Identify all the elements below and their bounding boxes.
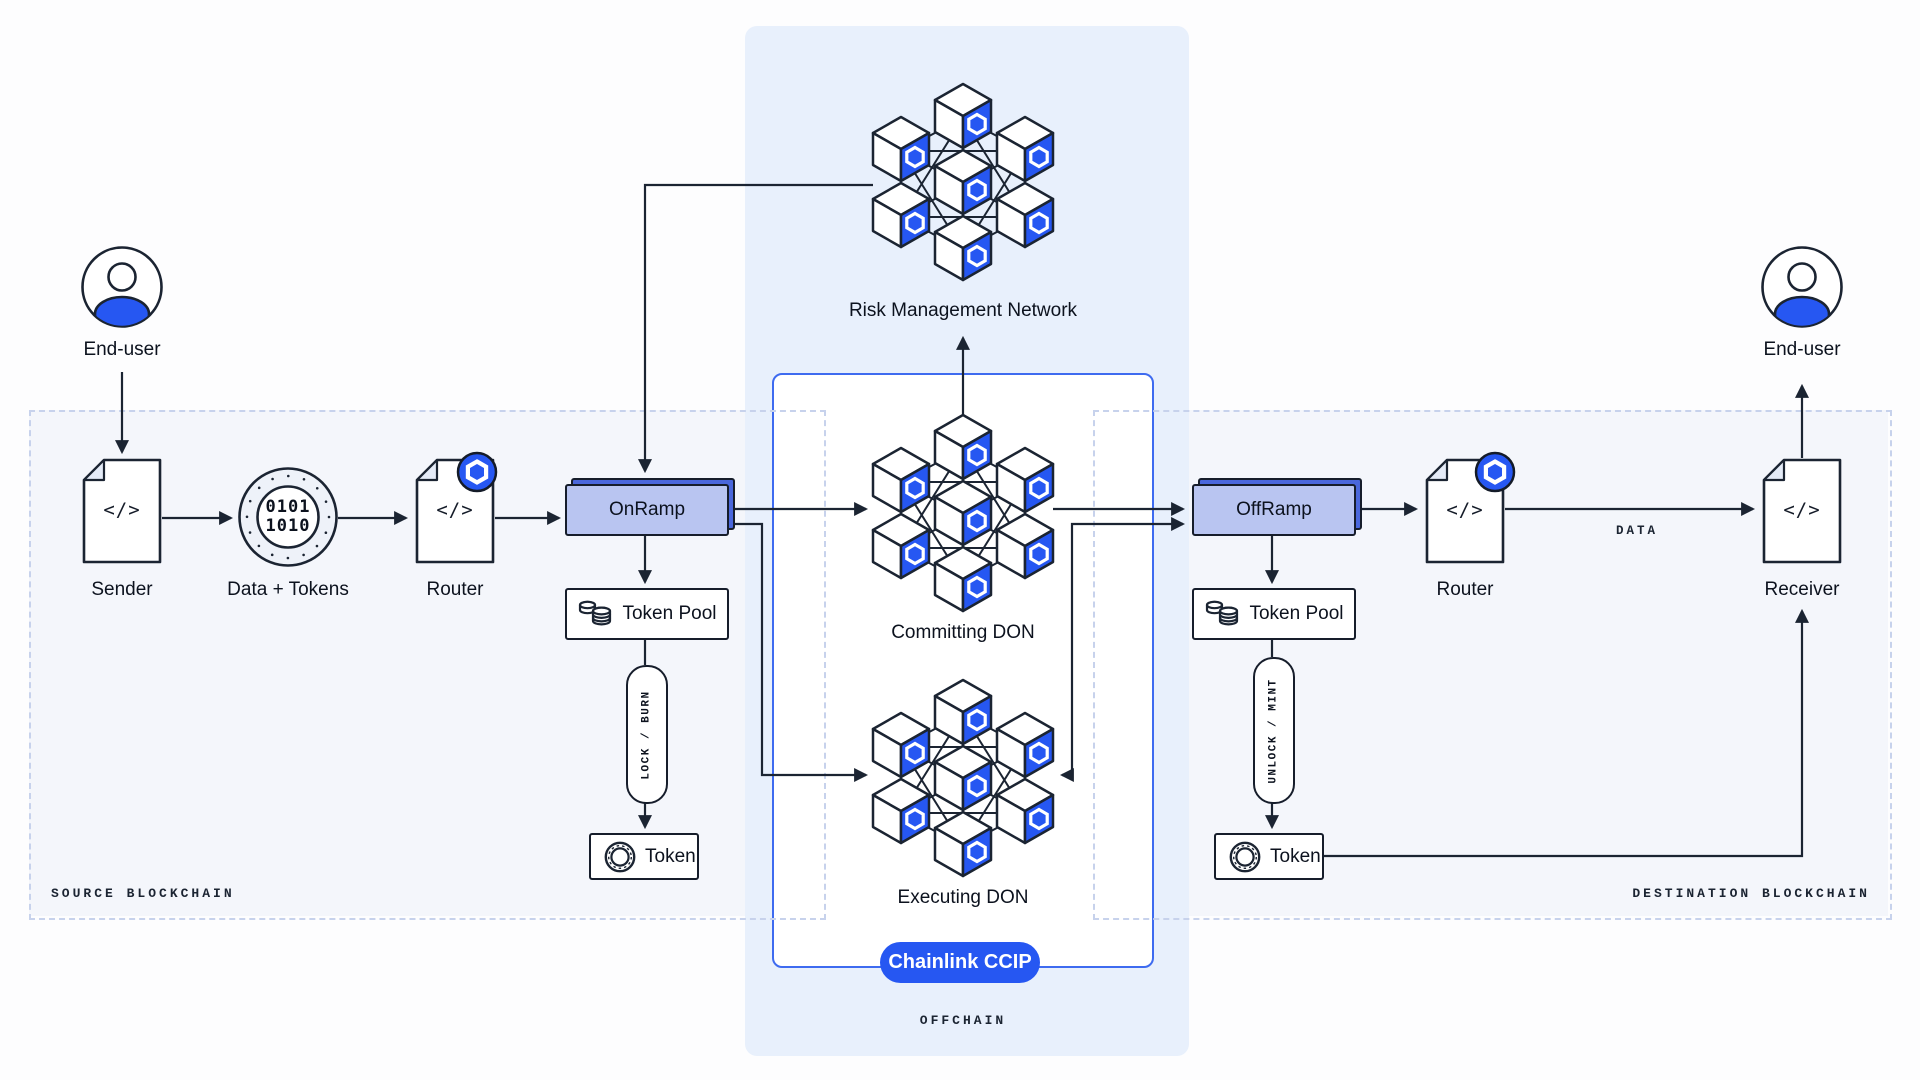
risk-management-network-label: Risk Management Network xyxy=(848,300,1078,321)
chainlink-badge-icon xyxy=(456,451,498,493)
risk-management-network-icon xyxy=(873,84,1053,280)
source-blockchain-label: SOURCE BLOCKCHAIN xyxy=(51,886,235,901)
data-tokens-label: Data + Tokens xyxy=(227,579,349,600)
chainlink-ccip-badge: Chainlink CCIP xyxy=(880,942,1040,983)
token-pool-icon xyxy=(1206,600,1239,626)
offramp-box: OffRamp xyxy=(1192,484,1356,536)
sender-label: Sender xyxy=(91,579,153,600)
data-tokens-icon xyxy=(238,467,338,567)
token-pool-label: Token Pool xyxy=(622,603,717,624)
lock-burn-pill: LOCK / BURN xyxy=(626,665,668,804)
router-code-glyph: </> xyxy=(1446,499,1484,521)
unlock-mint-label: UNLOCK / MINT xyxy=(1268,677,1281,784)
token-coin-icon xyxy=(604,841,636,872)
token-pool-icon xyxy=(579,600,612,626)
data-edge-label: DATA xyxy=(1615,524,1658,538)
token-pool-box-destination: Token Pool xyxy=(1192,588,1356,640)
token-label: Token xyxy=(645,845,696,867)
executing-don-icon xyxy=(873,680,1053,876)
router-code-glyph: </> xyxy=(436,499,474,521)
receiver-document-icon xyxy=(1762,458,1842,564)
token-pool-label: Token Pool xyxy=(1249,603,1344,624)
source-panel-dashed-border xyxy=(29,410,826,920)
end-user-label-destination: End-user xyxy=(1763,339,1841,360)
token-box: Token xyxy=(589,833,699,880)
receiver-code-glyph: </> xyxy=(1783,499,1821,521)
executing-don-label: Executing DON xyxy=(897,887,1029,908)
sender-code-glyph: </> xyxy=(103,499,141,521)
destination-blockchain-label: DESTINATION BLOCKCHAIN xyxy=(1632,886,1870,901)
offchain-label: OFFCHAIN xyxy=(919,1013,1007,1028)
chainlink-badge-icon xyxy=(1474,451,1516,493)
token-pool-box: Token Pool xyxy=(565,588,729,640)
receiver-label: Receiver xyxy=(1764,579,1840,600)
onramp-box: OnRamp xyxy=(565,484,729,536)
committing-don-icon xyxy=(873,415,1053,611)
token-coin-icon xyxy=(1229,841,1261,872)
edge-token-receiver xyxy=(1324,608,1809,858)
token-box-destination: Token xyxy=(1214,833,1324,880)
edge-rmn-onramp xyxy=(638,183,873,474)
data-tokens-binary-text: 0101 1010 xyxy=(265,497,311,536)
sender-document-icon xyxy=(82,458,162,564)
committing-don-label: Committing DON xyxy=(891,622,1035,643)
end-user-icon xyxy=(81,246,163,328)
end-user-icon-destination xyxy=(1761,246,1843,328)
lock-burn-label: LOCK / BURN xyxy=(641,689,653,780)
token-label: Token xyxy=(1270,845,1321,867)
edge-executing-don-offramp xyxy=(1059,517,1186,782)
edge-onramp-executing-don xyxy=(725,522,869,782)
router-label: Router xyxy=(426,579,484,600)
end-user-label: End-user xyxy=(83,339,161,360)
router-label-destination: Router xyxy=(1436,579,1494,600)
unlock-mint-pill: UNLOCK / MINT xyxy=(1253,657,1295,804)
